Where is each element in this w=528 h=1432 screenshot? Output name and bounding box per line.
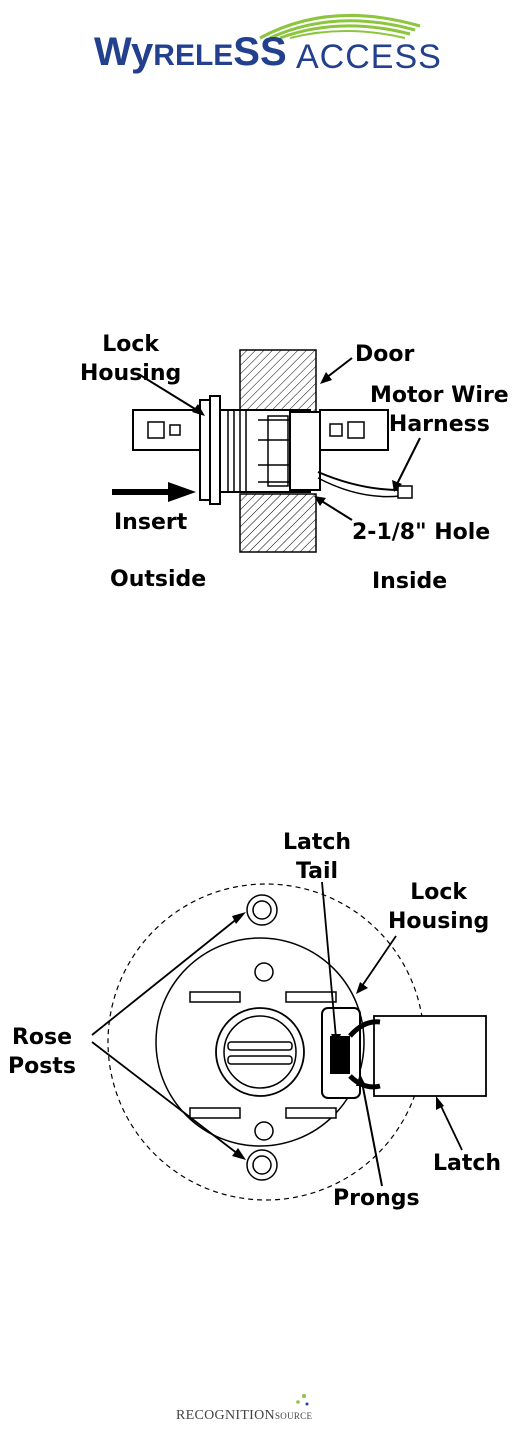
footer-brand-text: RECOGNITIONSOURCE bbox=[176, 1408, 312, 1424]
latch-tail bbox=[330, 1036, 350, 1074]
label-rose-posts-line1: Rose bbox=[8, 1023, 76, 1052]
label-inside: Inside bbox=[372, 567, 447, 596]
label-prongs: Prongs bbox=[333, 1184, 420, 1213]
logo-wordmark: WyRELESS bbox=[94, 30, 287, 75]
label-lock-housing2-line1: Lock bbox=[388, 878, 489, 907]
label-lock-housing2-line2: Housing bbox=[388, 907, 489, 936]
latch-body bbox=[374, 1016, 486, 1096]
label-rose-posts: Rose Posts bbox=[8, 1023, 76, 1081]
logo-word-mid: RELE bbox=[153, 39, 233, 72]
outside-spindle bbox=[133, 410, 203, 450]
label-lock-housing-line1: Lock bbox=[80, 330, 181, 359]
logo-word-prefix: Wy bbox=[94, 30, 153, 74]
wire-connector bbox=[398, 486, 412, 498]
footer-brand-main: RECOGNITION bbox=[176, 1408, 275, 1423]
label-rose-posts-line2: Posts bbox=[8, 1052, 76, 1081]
door-upper-section bbox=[240, 350, 316, 416]
label-insert: Insert bbox=[114, 508, 187, 537]
label-latch: Latch bbox=[433, 1149, 501, 1178]
label-latch-tail: Latch Tail bbox=[283, 828, 351, 886]
label-latch-tail-line1: Latch bbox=[283, 828, 351, 857]
label-hole-size: 2-1/8" Hole bbox=[352, 518, 490, 547]
label-latch-tail-line2: Tail bbox=[283, 857, 351, 886]
label-lock-housing-line2: Housing bbox=[80, 359, 181, 388]
logo-word-ss: SS bbox=[233, 30, 286, 74]
label-motor-wire-line2: Harness bbox=[370, 410, 509, 439]
label-door: Door bbox=[355, 340, 414, 369]
footer-brand-sub: SOURCE bbox=[275, 1411, 312, 1421]
label-outside: Outside bbox=[110, 565, 206, 594]
logo-access-text: ACCESS bbox=[296, 38, 442, 77]
door-lower-section bbox=[240, 494, 316, 552]
label-motor-wire-harness: Motor Wire Harness bbox=[370, 381, 509, 439]
logo-dots-icon bbox=[292, 1392, 312, 1408]
label-lock-housing: Lock Housing bbox=[80, 330, 181, 388]
label-lock-housing-2: Lock Housing bbox=[388, 878, 489, 936]
label-motor-wire-line1: Motor Wire bbox=[370, 381, 509, 410]
lock-housing-flange bbox=[200, 400, 210, 500]
motor-wire bbox=[318, 472, 400, 490]
